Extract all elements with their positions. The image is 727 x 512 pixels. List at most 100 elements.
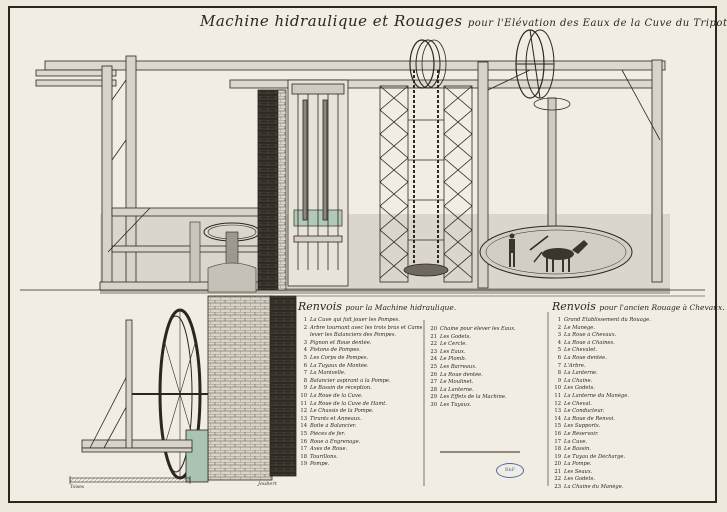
legend-entry-number: 18 [554,446,561,453]
legend-entry-number: 10 [300,392,307,399]
legend-entry-text: Le Moulinet. [440,379,474,386]
legend-entry-text: La Lanterne. [564,370,598,377]
legend-entry-number: 22 [554,476,561,483]
legend-entry-number: 24 [430,356,437,363]
left-frame [99,55,263,291]
legend-entry-number: 5 [303,354,307,361]
lattice-tower [379,70,473,283]
legend-entry-text: Les Eaux. [440,348,466,355]
legend-entry-number: 6 [557,354,561,361]
legend-entry-text: Les Effets de la Machine. [440,394,507,401]
legend-entry-number: 8 [303,377,307,384]
legend-entry-number: 28 [430,386,437,393]
legend-entry-number: 29 [430,394,437,401]
legend-entry-text: Le Cercle. [440,341,467,348]
legend-entry-number: 26 [430,371,437,378]
legend-entry-text: Le Chevalet. [564,347,598,354]
legend-entry-text: Chaîne pour élever les Eaux. [440,326,516,332]
legend-entry-text: Le Réservoir. [564,430,599,437]
legend-entry-text: La Roue de Renvoi. [564,415,615,422]
legend-left-subtitle: pour la Machine hidraulique. [345,303,457,312]
legend-entry-number: 22 [430,341,437,348]
legend-entry-text: La Tuyaux de Montée. [310,362,369,369]
brick-tower-shadow [269,295,297,477]
scale-bar [69,476,191,484]
legend-entry-number: 11 [300,400,307,407]
legend-entry-text: Pistons de Pompes. [310,347,361,354]
legend-entry-number: 2 [303,324,307,331]
legend-entry-text: Les Supports. [564,423,601,430]
legend-entry-text: Les Godets. [564,476,595,483]
legend-entry-number: 19 [554,453,561,460]
legend-entry-number: 16 [300,438,307,445]
legend-entry-text: La Roue à Chevaux. [564,332,617,339]
legend-entry-number: 7 [303,370,307,377]
legend-entry-text: La Chaîne du Manège. [564,484,624,491]
legend-entry-text: Roue à Engrenage. [310,438,361,445]
legend-entry-text: Le Tuyau de Décharge. [564,453,626,460]
legend-entry-text: Les Godets. [440,333,471,340]
legend-entry-number: 20 [554,461,561,468]
legend-right-heading: Renvois pour l'ancien Rouage à Chevaux. [552,300,725,313]
legend-entry-number: 4 [303,347,307,354]
legend-entry-number: 13 [554,408,561,415]
pump-chamber [287,79,349,287]
legend-entry-text: lever les Balanciers des Pompes. [310,332,397,339]
top-beam [35,60,666,89]
water-wheel [130,308,209,483]
legend-entry-number: 12 [554,400,561,407]
legend-entry-text: La Lanterne. [440,386,474,393]
legend-entry-text: La Roue dentée. [564,354,607,361]
legend-entry-number: 18 [300,453,307,460]
legend-entry-text: La Pompe. [564,461,592,468]
legend-entry-number: 3 [303,339,307,346]
signature: Joubert [258,481,277,487]
legend-entry-number: 10 [554,385,561,392]
legend-entry-number: 3 [557,332,561,339]
legend-entry-text: La Cuve. [564,438,588,445]
legend-entry-text: Les Barreaux. [440,363,477,370]
legend-entry-text: La Manivelle. [310,370,346,377]
legend-entry-text: La Lanterne du Manège. [564,392,629,399]
legend-entry-number: 27 [430,379,437,386]
legend-entry-number: 12 [300,408,307,415]
legend-entry-number: 14 [554,415,561,422]
legend-entry-text: Pompe. [310,461,330,468]
legend-entry-text: L'Arbre. [564,362,586,369]
legend-right-title: Renvois [552,300,596,313]
legend-entry-text: Le Cheval. [564,400,592,407]
legend-entry-text: La Roue à Chaînes. [564,339,615,346]
legend-entry-number: 23 [430,348,437,355]
legend-entry: lever les Balanciers des Pompes. [298,332,422,340]
legend-entry-text: Tirants et Anneaux. [310,415,362,422]
drawing-title: Machine hidraulique et Rouages pour l'El… [200,12,727,30]
pump-gear [189,221,261,293]
